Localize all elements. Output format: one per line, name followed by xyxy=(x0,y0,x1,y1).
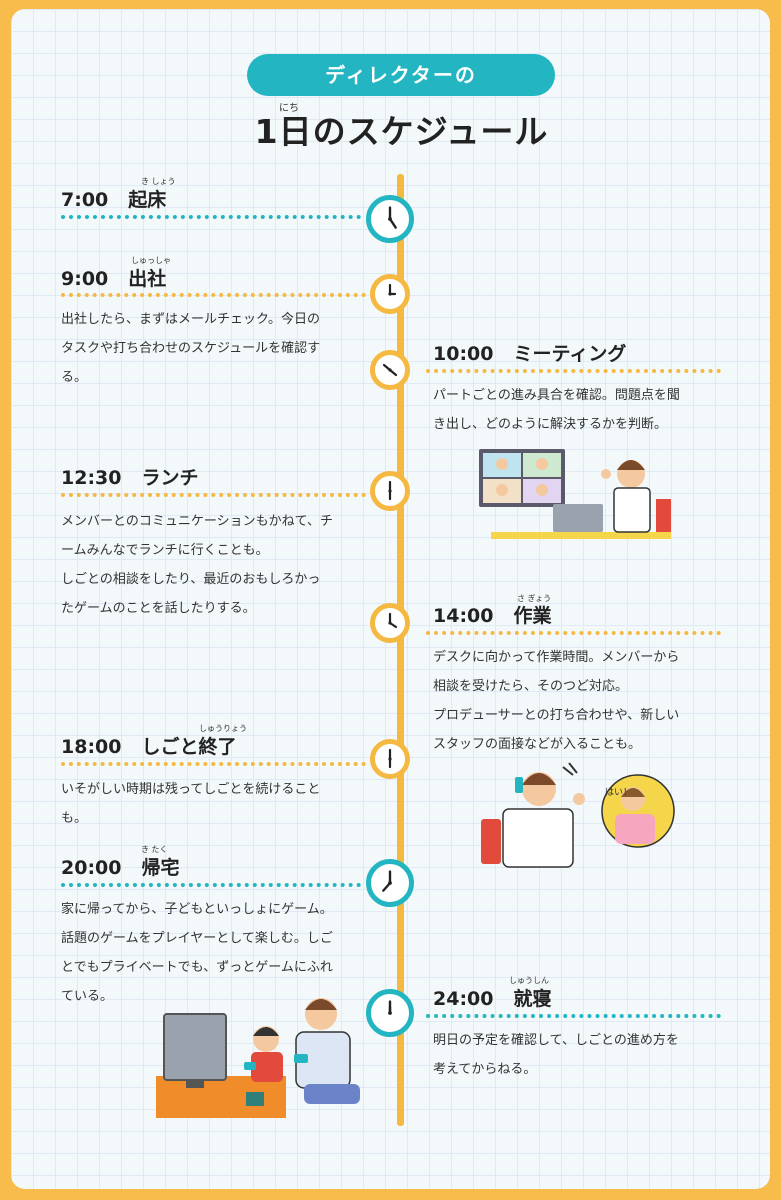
clock-icon xyxy=(370,350,410,390)
clock-icon xyxy=(366,989,414,1037)
phone-call-illustration: はい！ xyxy=(481,762,675,868)
role-pill: ディレクターの xyxy=(247,54,555,96)
event-title: 24:00 就寝 xyxy=(433,984,552,1011)
event-ruby: き しょう xyxy=(141,177,176,186)
video-meeting-illustration xyxy=(479,449,671,539)
event-description: いそがしい時期は残ってしごとを続けることも。 xyxy=(61,782,321,826)
event-label: 起床 xyxy=(128,189,167,211)
event-description: デスクに向かって作業時間。メンバーから相談を受けたら、そのつど対応。プロデューサ… xyxy=(433,650,680,752)
event-title: 12:30 ランチ xyxy=(61,463,199,490)
timeline-dots xyxy=(426,1014,721,1018)
event-time: 18:00 xyxy=(61,736,122,758)
event-ruby: さ ぎょう xyxy=(517,594,552,603)
event-time: 14:00 xyxy=(433,605,494,627)
event-title: 20:00 帰宅 xyxy=(61,853,180,880)
timeline-dots xyxy=(426,369,721,373)
event-title: 18:00 しごと終了 xyxy=(61,732,237,759)
event-label: 作業 xyxy=(513,605,552,627)
title-ruby: にち xyxy=(279,103,299,114)
timeline-dots xyxy=(61,883,361,887)
event-ruby: しゅうしん xyxy=(509,976,549,985)
event-description: メンバーとのコミュニケーションもかねて、チームみんなでランチに行くことも。しごと… xyxy=(61,514,333,616)
clock-icon xyxy=(370,739,410,779)
clock-icon xyxy=(370,274,410,314)
clock-icon xyxy=(366,859,414,907)
event-description: 明日の予定を確認して、しごとの進め方を考えてからねる。 xyxy=(433,1033,679,1077)
timeline-dots xyxy=(61,493,366,497)
event-title: 14:00 作業 xyxy=(433,601,552,628)
clock-icon xyxy=(370,471,410,511)
event-ruby: き たく xyxy=(141,845,168,854)
event-label: ミーティング xyxy=(513,343,627,365)
event-time: 10:00 xyxy=(433,343,494,365)
event-label: しごと終了 xyxy=(141,736,237,758)
event-time: 7:00 xyxy=(61,189,109,211)
page-title: 1日のスケジュール xyxy=(254,112,549,151)
event-ruby: しゅうりょう xyxy=(199,724,247,733)
event-label: 帰宅 xyxy=(141,857,180,879)
timeline-dots xyxy=(61,215,361,219)
event-time: 20:00 xyxy=(61,857,122,879)
event-time: 9:00 xyxy=(61,268,109,290)
event-description: 家に帰ってから、子どもといっしょにゲーム。話題のゲームをプレイヤーとして楽しむ。… xyxy=(61,902,333,1004)
timeline-dots xyxy=(61,762,366,766)
event-time: 12:30 xyxy=(61,467,122,489)
event-label: 就寝 xyxy=(513,988,552,1010)
timeline-spine xyxy=(397,174,404,1126)
clock-icon xyxy=(366,195,414,243)
event-description: パートごとの進み具合を確認。問題点を聞き出し、どのように解決するかを判断。 xyxy=(433,388,680,432)
clock-icon xyxy=(370,603,410,643)
timeline-dots xyxy=(61,293,366,297)
event-time: 24:00 xyxy=(433,988,494,1010)
event-label: 出社 xyxy=(128,268,167,290)
family-gaming-illustration xyxy=(156,998,360,1118)
event-title: 10:00 ミーティング xyxy=(433,339,626,366)
event-title: 9:00 出社 xyxy=(61,264,166,291)
speech-bubble: はい！ xyxy=(605,787,632,798)
event-description: 出社したら、まずはメールチェック。今日のタスクや打ち合わせのスケジュールを確認す… xyxy=(61,312,321,385)
event-title: 7:00 起床 xyxy=(61,185,166,212)
timeline-dots xyxy=(426,631,721,635)
event-ruby: しゅっしゃ xyxy=(131,256,171,265)
event-label: ランチ xyxy=(141,467,199,489)
